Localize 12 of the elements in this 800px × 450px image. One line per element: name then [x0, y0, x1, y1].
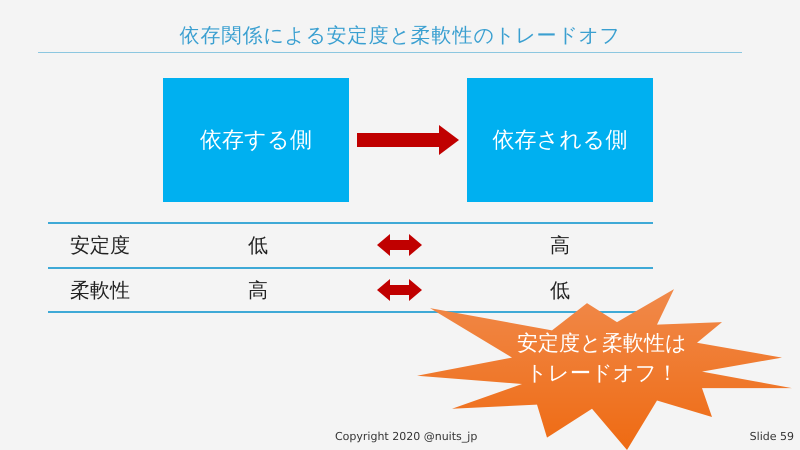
table-value: 高 [248, 277, 268, 304]
slide-number: Slide 59 [750, 430, 794, 444]
copyright-text: Copyright 2020 @nuits_jp [335, 430, 478, 444]
slide-title: 依存関係による安定度と柔軟性のトレードオフ [178, 22, 622, 49]
block-arrow [357, 125, 459, 155]
process-box: 依存する側 [163, 78, 349, 202]
row-header: 安定度 [70, 232, 130, 259]
table-value: 高 [550, 232, 570, 259]
table-value: 低 [550, 277, 570, 304]
table-value: 低 [248, 232, 268, 259]
row-header: 柔軟性 [70, 277, 130, 304]
process-box: 依存される側 [467, 78, 653, 202]
